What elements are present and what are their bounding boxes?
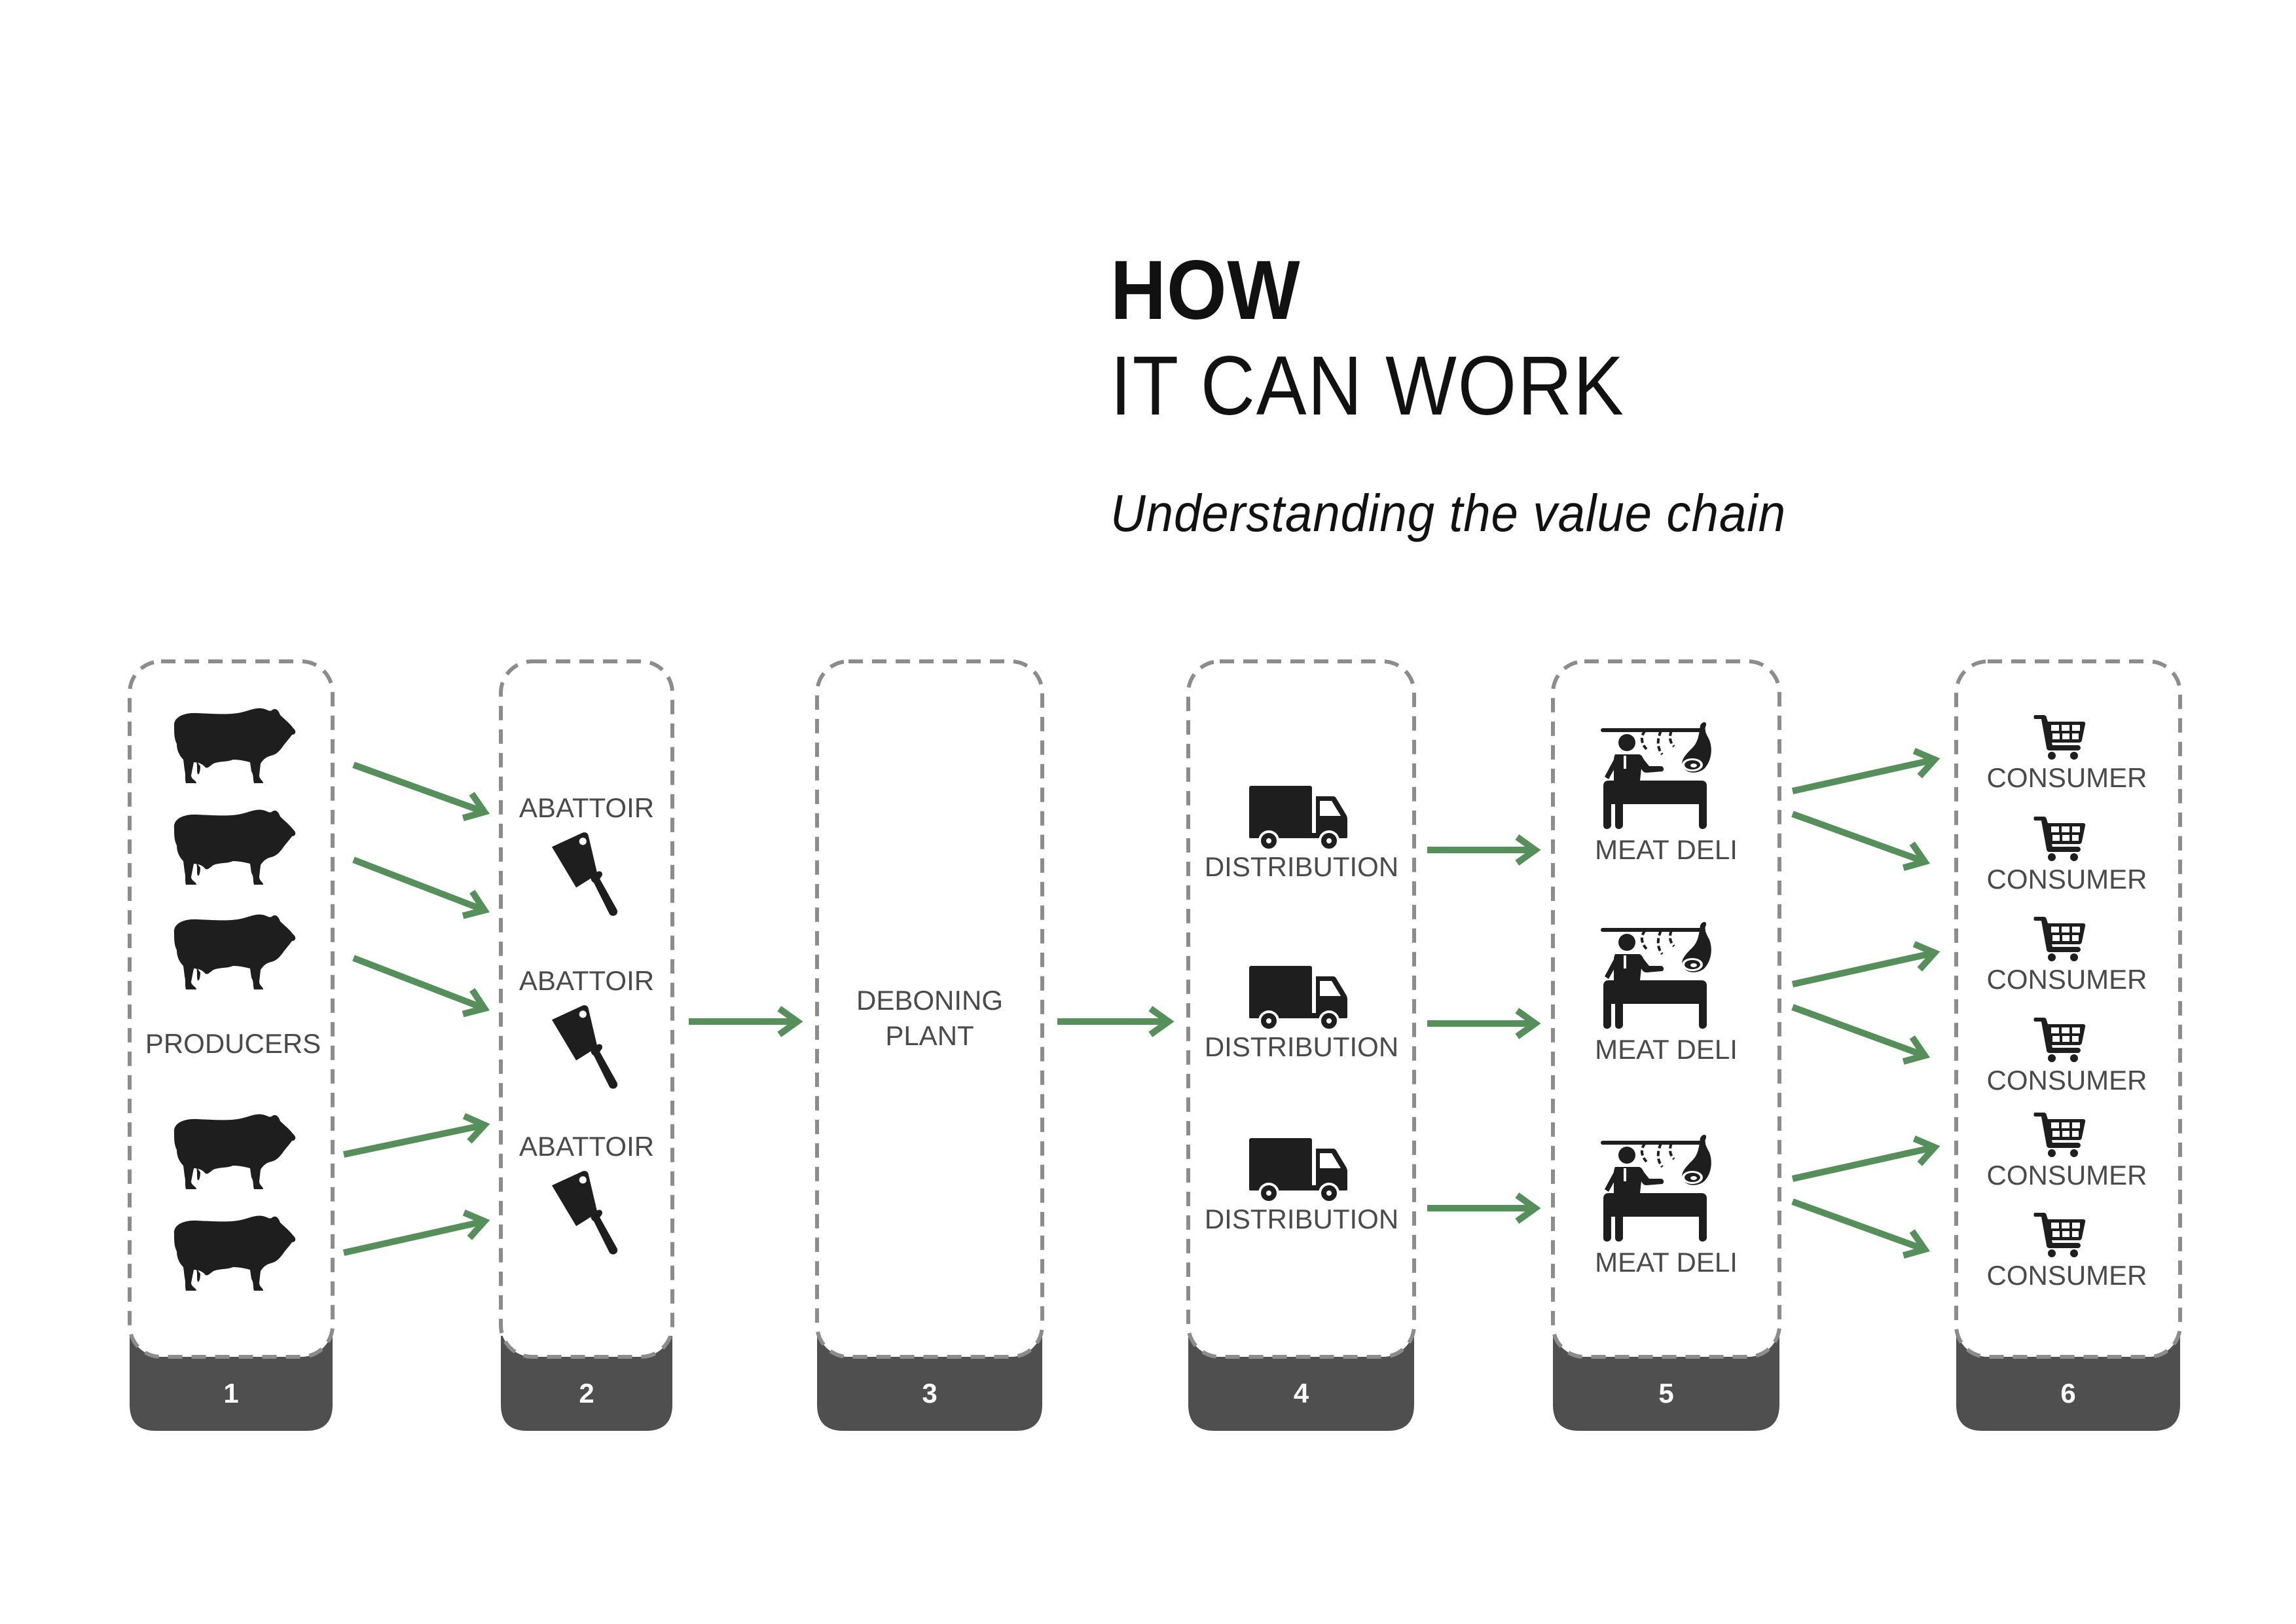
flow-arrow	[352, 857, 490, 919]
flow-arrow	[342, 1113, 490, 1158]
consumer-label: CONSUMER	[1986, 1065, 2147, 1096]
stage-number: 3	[922, 1378, 937, 1409]
stage-tab	[1188, 1336, 1414, 1431]
stage-tab	[817, 1336, 1042, 1431]
flow-arrow	[1791, 1198, 1931, 1259]
stage-labels: PRODUCERS ABATTOIR ABATTOIR ABATTOIR DEBONIN…	[145, 762, 2147, 1291]
stage-number: 4	[1294, 1378, 1309, 1409]
arrow-head	[1515, 834, 1541, 866]
arrow-shaft	[352, 762, 486, 815]
arrow-head	[462, 792, 490, 822]
arrow-head	[462, 987, 490, 1018]
flow-arrow	[689, 1006, 803, 1037]
stage-columns: 1 2 3 4 5 6	[128, 659, 2182, 1431]
flow-arrows	[342, 748, 1941, 1259]
arrow-head	[462, 1209, 490, 1240]
stage-column-deboning-plant: 3	[815, 659, 1044, 1431]
flow-arrow	[1427, 834, 1541, 866]
distribution-label: DISTRIBUTION	[1205, 851, 1398, 882]
flow-arrow	[1427, 1008, 1541, 1039]
meat-deli-label: MEAT DELI	[1595, 1034, 1738, 1065]
stage-column-consumer: 6	[1954, 659, 2182, 1431]
flow-arrow	[352, 762, 490, 822]
abattoir-label: ABATTOIR	[519, 965, 654, 996]
stage-number: 5	[1658, 1378, 1673, 1409]
distribution-label: DISTRIBUTION	[1205, 1031, 1398, 1062]
stage-panel-border	[1954, 659, 2182, 1359]
arrow-shaft	[352, 955, 486, 1012]
arrow-shaft	[1791, 950, 1936, 987]
arrow-head	[462, 1113, 490, 1144]
stage-number: 1	[223, 1378, 238, 1409]
stage-tab	[130, 1336, 333, 1431]
deboning-label-line1: DEBONING	[856, 985, 1003, 1016]
consumer-label: CONSUMER	[1986, 864, 2147, 895]
flow-arrow	[1791, 1004, 1931, 1065]
meat-deli-label: MEAT DELI	[1595, 1247, 1738, 1278]
arrow-head	[1902, 1035, 1931, 1065]
title-block: HOW IT CAN WORK	[1110, 249, 1682, 428]
arrow-head	[1515, 1192, 1541, 1224]
title-bold: HOW	[1110, 244, 1301, 337]
stage-number: 2	[579, 1378, 594, 1409]
arrow-head	[1515, 1008, 1541, 1039]
stage-tab	[1956, 1336, 2180, 1431]
consumer-label: CONSUMER	[1986, 762, 2147, 793]
flow-arrow	[1791, 811, 1931, 871]
arrow-shaft	[1791, 1144, 1936, 1182]
arrow-shaft	[1791, 1198, 1926, 1253]
arrow-shaft	[342, 1122, 486, 1158]
arrow-head	[1912, 1135, 1941, 1166]
deboning-label-line2: PLANT	[885, 1020, 974, 1051]
stage-panel-border	[815, 659, 1044, 1359]
arrow-shaft	[1791, 811, 1926, 865]
flow-arrow	[1057, 1006, 1175, 1037]
flow-arrow	[1791, 941, 1941, 987]
abattoir-label: ABATTOIR	[519, 792, 654, 823]
stage-tab	[501, 1336, 672, 1431]
flow-arrow	[342, 1209, 490, 1256]
arrow-head	[1902, 841, 1931, 871]
abattoir-label: ABATTOIR	[519, 1131, 654, 1162]
flow-arrow	[1427, 1192, 1541, 1224]
stage-tab	[1553, 1336, 1779, 1431]
flow-arrow	[1791, 748, 1941, 794]
title-regular: IT CAN WORK	[1110, 339, 1625, 433]
consumer-label: CONSUMER	[1986, 1260, 2147, 1291]
arrow-shaft	[1791, 756, 1936, 794]
arrow-head	[1902, 1229, 1931, 1259]
arrow-shaft	[352, 857, 486, 913]
arrow-head	[777, 1006, 803, 1037]
arrow-head	[1912, 748, 1941, 779]
flow-arrow	[352, 955, 490, 1018]
meat-deli-label: MEAT DELI	[1595, 834, 1738, 865]
arrow-shaft	[1791, 1004, 1926, 1059]
arrow-head	[462, 889, 490, 919]
arrow-shaft	[342, 1218, 486, 1256]
flow-arrow	[1791, 1135, 1941, 1182]
arrow-head	[1148, 1006, 1175, 1037]
subtitle: Understanding the value chain	[1110, 484, 1787, 542]
arrow-head	[1912, 941, 1941, 972]
stage-number: 6	[2060, 1378, 2075, 1409]
consumer-label: CONSUMER	[1986, 964, 2147, 995]
producers-label: PRODUCERS	[145, 1028, 321, 1059]
consumer-label: CONSUMER	[1986, 1160, 2147, 1190]
distribution-label: DISTRIBUTION	[1205, 1204, 1398, 1234]
